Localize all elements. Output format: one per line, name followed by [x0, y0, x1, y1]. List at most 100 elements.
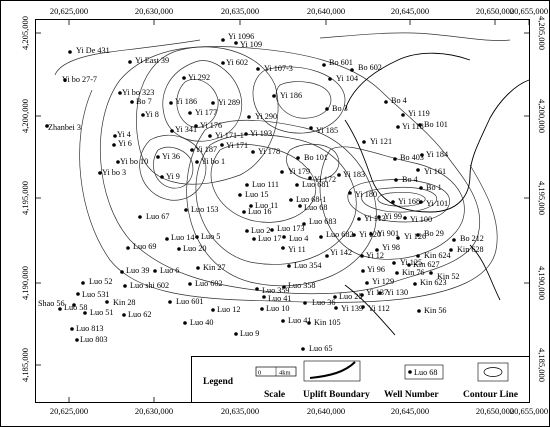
well-label: Luo 601: [176, 297, 204, 306]
well: Bo 29: [416, 229, 444, 238]
well: Bo 101: [418, 120, 448, 129]
well: Yi 100: [403, 215, 432, 224]
well-marker: [63, 78, 67, 82]
well: Luo 9: [234, 329, 259, 338]
well-marker: [262, 295, 266, 299]
well: Luo 531: [76, 290, 110, 299]
well: Shao 56: [38, 299, 76, 308]
well-label: Luo 69: [133, 242, 156, 251]
well-label: Yi 171: [226, 141, 248, 150]
well-marker: [177, 247, 181, 251]
well-marker: [182, 76, 186, 80]
well-marker: [130, 100, 134, 104]
well: Yi 1096: [221, 32, 254, 42]
well-label: Yi 183: [343, 170, 365, 179]
well: Yi 290: [247, 112, 277, 121]
well-label: Kin 105: [314, 318, 341, 327]
well-marker: [452, 238, 456, 242]
well-marker: [282, 285, 286, 289]
well-marker: [328, 77, 332, 81]
well-label: Yi 109: [240, 40, 262, 49]
well-marker: [393, 157, 397, 161]
well-marker: [280, 170, 284, 174]
well-label: Bo 403: [400, 153, 424, 162]
well: Luo 68: [298, 203, 327, 212]
well: Yi 172: [308, 175, 336, 184]
well: Yi bo 1: [195, 157, 225, 166]
well-marker: [98, 171, 102, 175]
well-marker: [403, 216, 407, 220]
well-marker: [113, 134, 117, 138]
well-marker: [196, 266, 200, 270]
well: Yi 130: [378, 288, 408, 297]
well-label: Luo 62: [128, 310, 151, 319]
well-marker: [105, 300, 109, 304]
x-tick-label-bottom: 20,640,000: [307, 406, 345, 416]
well-label: Luo 68-1: [296, 195, 326, 204]
well-marker: [391, 200, 395, 204]
well: Luo 2: [245, 226, 270, 235]
well-label: Bo 29: [424, 229, 444, 238]
well-marker: [282, 235, 286, 239]
well-label: Yi 179: [288, 167, 310, 176]
well-label: Yi 125: [400, 258, 422, 267]
well: Zhanbei 3: [45, 123, 81, 132]
well: Luo 39: [120, 266, 149, 275]
x-tick-label-bottom: 20,630,000: [135, 406, 173, 416]
well-marker: [188, 282, 192, 286]
well: Luo 16: [242, 207, 271, 216]
well: Yi 186: [272, 91, 302, 100]
well: Bo 403: [393, 153, 424, 162]
well-marker: [168, 300, 172, 304]
well: Yi 171: [220, 141, 248, 150]
well: Yi 161: [416, 167, 446, 176]
well-marker: [120, 270, 124, 274]
well-label: Yi 104: [336, 74, 358, 83]
well: Yi 187: [190, 145, 217, 154]
well-marker: [190, 148, 194, 152]
well: Luo 359: [255, 286, 290, 295]
well-label: Yi 171-1: [215, 131, 244, 140]
well-marker: [337, 173, 341, 177]
well-label: Bo 601: [329, 58, 353, 67]
well: Luo 11: [249, 201, 278, 210]
well: Bo 101: [296, 153, 328, 162]
well-marker: [302, 222, 306, 226]
well-marker: [350, 68, 354, 72]
well-label: Bo 602: [358, 63, 382, 72]
well: Kin 628: [449, 245, 484, 254]
well: Luo 14: [165, 233, 194, 242]
well: Yi 137: [360, 288, 388, 297]
well: Yi 12: [360, 251, 384, 260]
well-label: Yi 178: [258, 147, 280, 156]
well: Yi De 431: [68, 46, 110, 55]
well: Bo 7: [130, 97, 152, 106]
well: Kin 105: [307, 318, 341, 327]
legend-title: Legend: [203, 377, 234, 387]
well: Bo 602: [350, 63, 382, 72]
well: Luo 62: [122, 310, 151, 319]
scale-label: Scale: [264, 390, 285, 400]
well-label: Yi 186: [280, 91, 302, 100]
well-marker: [270, 228, 274, 232]
well-label: Luo 65: [309, 344, 332, 353]
well-marker: [308, 176, 312, 180]
well-label: Yi East 39: [135, 56, 169, 65]
well-marker: [296, 156, 300, 160]
well-marker: [407, 263, 411, 267]
well: Yi 177: [188, 108, 217, 117]
well-marker: [188, 111, 192, 115]
well: Yi 9: [160, 172, 180, 181]
y-tick-label-right: 4,205,000: [537, 16, 547, 50]
well: Luo 354: [287, 261, 322, 270]
well-label: Luo 68: [304, 203, 327, 212]
well-label: Yi 168: [398, 197, 420, 206]
well-label: Yi 139: [341, 304, 363, 313]
well-label: Yi 107-3: [264, 64, 293, 73]
well: Luo 12: [211, 305, 240, 314]
well-marker: [45, 124, 49, 128]
well-marker: [75, 338, 79, 342]
well-marker: [325, 254, 329, 258]
